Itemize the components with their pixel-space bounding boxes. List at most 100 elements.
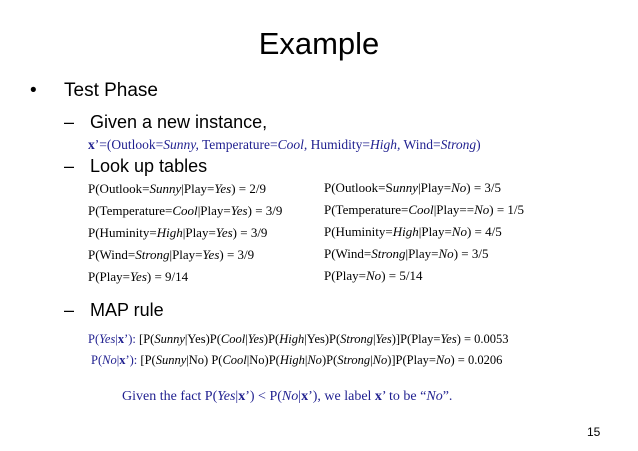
- bullet-icon: •: [30, 80, 37, 101]
- row-text: P(Play=: [88, 269, 131, 284]
- formula-text: )]P(Play=: [387, 353, 436, 367]
- row-result: ) = 2/9: [231, 181, 266, 196]
- formula-text: )]P(Play=: [391, 332, 441, 346]
- dash-icon: –: [64, 112, 75, 132]
- formula-value: High: [279, 332, 305, 346]
- row-value: High: [392, 224, 419, 239]
- row-class: No: [474, 202, 490, 217]
- formula-value: Sunny: [155, 353, 187, 367]
- yes-table-row: P(Huminity=High|Play=Yes) = 3/9: [88, 225, 267, 241]
- instance-outlook: Sunny,: [163, 137, 199, 152]
- row-text: P(Huminity=: [324, 224, 393, 239]
- page-number: 15: [587, 425, 601, 439]
- row-value: Cool: [172, 203, 198, 218]
- formula-text: |: [304, 353, 308, 367]
- row-text: P(Wind=: [324, 246, 372, 261]
- row-class: Yes: [202, 247, 220, 262]
- formula-value: No: [435, 353, 451, 367]
- row-value: Strong: [135, 247, 170, 262]
- conclusion-line: Given the fact P(Yes|x’) < P(No|x’), we …: [122, 389, 453, 404]
- yes-table-row: P(Play=Yes) = 9/14: [88, 269, 188, 285]
- formula-value: No: [372, 353, 388, 367]
- test-phase-heading: Test Phase: [64, 80, 158, 101]
- formula-text: |: [370, 353, 373, 367]
- formula-text: |Yes)P(: [304, 332, 341, 346]
- row-value: Cool: [408, 202, 434, 217]
- no-table-row: P(Temperature=Cool|Play==No) = 1/5: [324, 202, 524, 218]
- row-text: |Play=: [169, 247, 203, 262]
- row-text: |Play=: [405, 246, 439, 261]
- instance-text: Wind=: [400, 137, 441, 152]
- formula-value: Strong: [337, 353, 371, 367]
- instance-line: x’=(Outlook=Sunny, Temperature=Cool, Hum…: [88, 137, 481, 153]
- map-rule-heading: MAP rule: [90, 300, 164, 320]
- row-text: P(Temperature=: [324, 202, 409, 217]
- formula-text: )P(: [321, 353, 338, 367]
- no-table-row: P(Huminity=High|Play=No) = 4/5: [324, 224, 502, 240]
- row-text: |Play=: [197, 203, 231, 218]
- row-class: Yes: [230, 203, 248, 218]
- slide-title: Example: [258, 26, 380, 61]
- row-value: Strong: [371, 246, 406, 261]
- no-table-row: P(Outlook=Sunny|Play=No) = 3/5: [324, 180, 501, 196]
- formula-text: |: [245, 332, 248, 346]
- given-new-instance-text: Given a new instance,: [90, 112, 268, 132]
- row-class: No: [451, 224, 467, 239]
- row-text: |Play=: [181, 181, 215, 196]
- formula-value: Yes: [375, 332, 392, 346]
- row-text: |Play=: [418, 180, 452, 195]
- row-result: ) = 3/9: [232, 225, 268, 240]
- formula-value: Yes: [247, 332, 264, 346]
- row-value: Sunny: [149, 181, 182, 196]
- formula-text: |No)P(: [246, 353, 280, 367]
- dash-icon: –: [64, 300, 75, 320]
- instance-wind: Strong: [440, 137, 477, 152]
- map-no-line: P(No|x’): [P(Sunny|No) P(Cool|No)P(High|…: [91, 353, 502, 368]
- yes-table-row: P(Outlook=Sunny|Play=Yes) = 2/9: [88, 181, 266, 197]
- row-text: P(Outlook=S: [324, 180, 393, 195]
- formula-value: Cool: [222, 353, 247, 367]
- row-result: ) = 3/9: [219, 247, 255, 262]
- formula-value: High: [279, 353, 305, 367]
- row-class: Yes: [214, 181, 232, 196]
- row-result: ) = 1/5: [489, 202, 525, 217]
- instance-temp: Cool,: [277, 137, 308, 152]
- formula-value: No: [307, 353, 322, 367]
- row-text: P(Wind=: [88, 247, 136, 262]
- dash-icon: –: [64, 156, 75, 176]
- formula-value: Strong: [340, 332, 374, 346]
- formula-text: [P(: [137, 353, 156, 367]
- formula-text: |Yes)P(: [184, 332, 221, 346]
- row-result: ) = 5/14: [381, 268, 423, 283]
- row-text: |Play=: [418, 224, 452, 239]
- row-result: ) = 9/14: [146, 269, 189, 284]
- formula-value: Yes: [440, 332, 457, 346]
- row-result: ) = 3/5: [453, 246, 489, 261]
- instance-x: x: [88, 137, 95, 152]
- no-table-row: P(Wind=Strong|Play=No) = 3/5: [324, 246, 488, 262]
- row-text: |Play=: [182, 225, 216, 240]
- yes-table-row: P(Temperature=Cool|Play=Yes) = 3/9: [88, 203, 282, 219]
- formula-value: Cool: [220, 332, 246, 346]
- instance-text: ): [476, 137, 481, 152]
- row-result: ) = 4/5: [466, 224, 502, 239]
- no-table-row: P(Play=No) = 5/14: [324, 268, 422, 284]
- yes-table-row: P(Wind=Strong|Play=Yes) = 3/9: [88, 247, 254, 263]
- formula-text: |: [373, 332, 376, 346]
- map-yes-result: ) = 0.0053: [456, 332, 509, 346]
- row-text: P(Huminity=: [88, 225, 157, 240]
- row-class: No: [451, 180, 467, 195]
- lookup-tables-heading: Look up tables: [90, 156, 208, 176]
- instance-hum: High,: [370, 137, 401, 152]
- row-class: No: [438, 246, 454, 261]
- formula-text: )P(: [263, 332, 280, 346]
- row-text: P(Play=: [324, 268, 367, 283]
- map-yes-label: P(Yes|x’):: [88, 332, 136, 346]
- map-no-label: P(No|x’):: [91, 353, 138, 367]
- row-result: ) = 3/5: [466, 180, 502, 195]
- row-class: No: [366, 268, 382, 283]
- row-text: P(Outlook=: [88, 181, 150, 196]
- row-class: Yes: [130, 269, 147, 284]
- instance-text: ’=(Outlook=: [94, 137, 164, 152]
- formula-text: |No) P(: [186, 353, 223, 367]
